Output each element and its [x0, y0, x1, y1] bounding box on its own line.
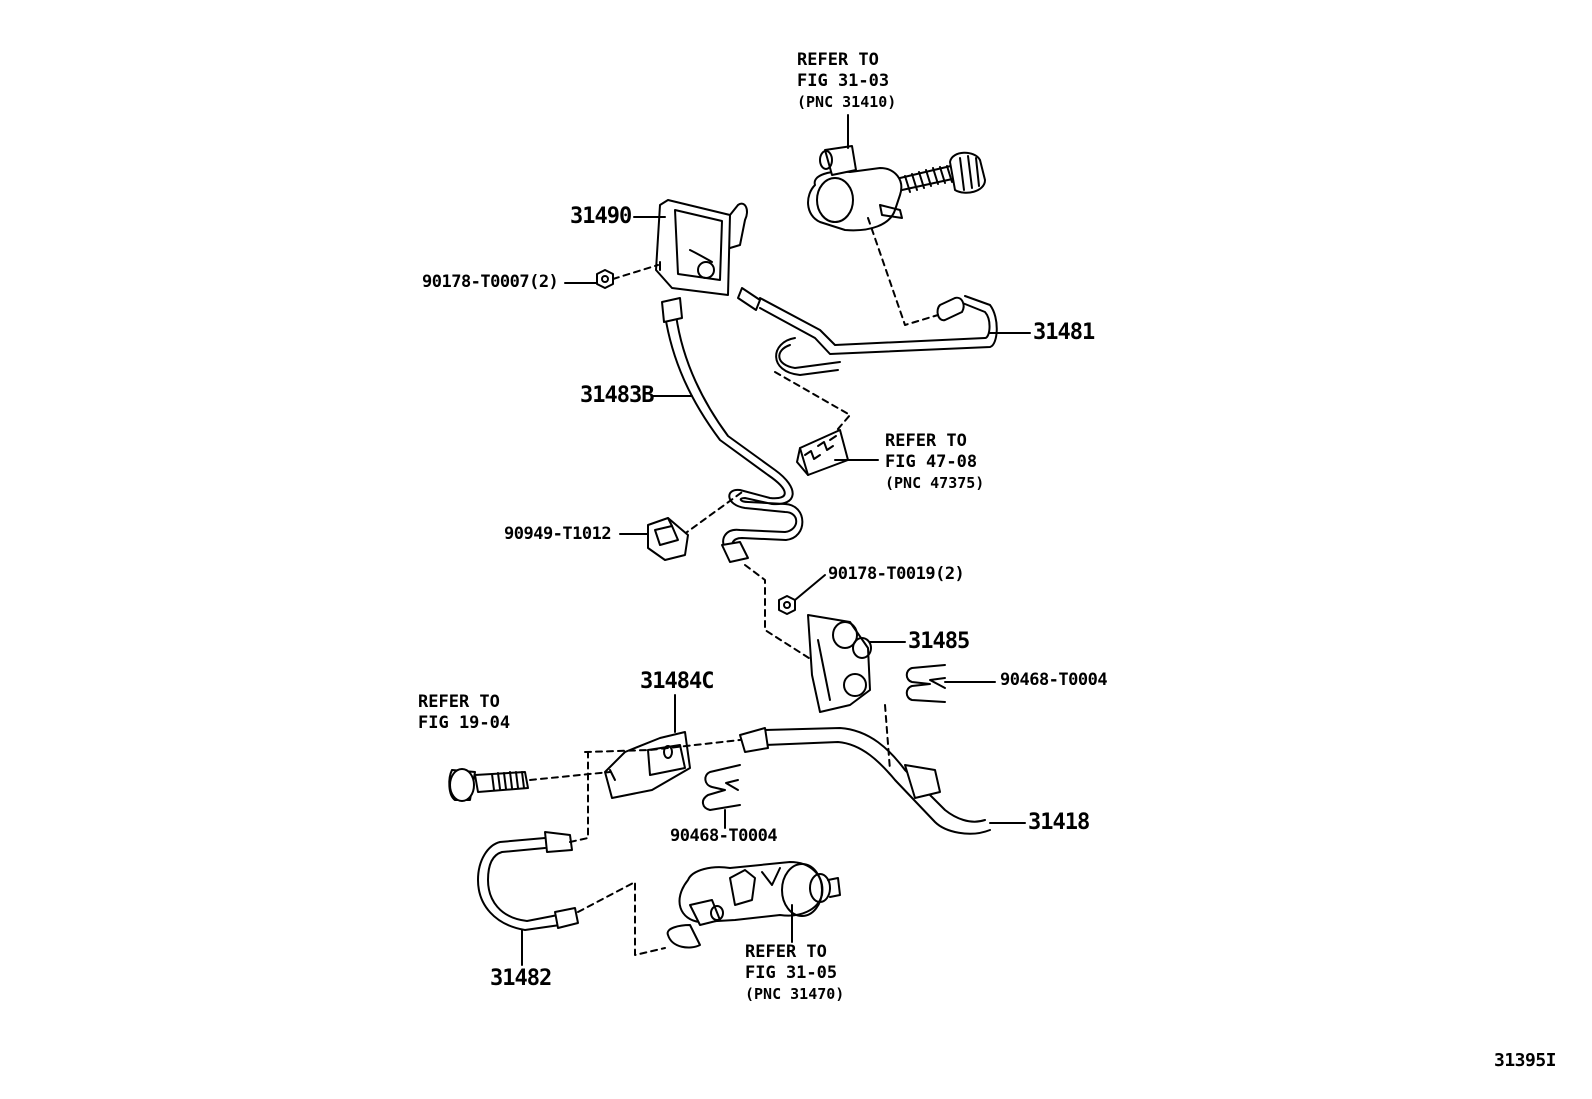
ref-line: FIG 47-08 — [885, 452, 978, 472]
clip-90468-t0004-lower[interactable] — [703, 765, 740, 810]
clamp-47375[interactable] — [797, 430, 848, 475]
label-31484c[interactable]: 31484C — [640, 669, 714, 694]
ref-fig-31-05[interactable]: REFER TO FIG 31-05 (PNC 31470) — [745, 942, 844, 1005]
label-90468-t0004-lower[interactable]: 90468-T0004 — [670, 826, 778, 846]
dash-31481-clamp — [775, 372, 850, 450]
label-90178-t0007[interactable]: 90178-T0007(2) — [422, 272, 559, 292]
dash-bolt — [530, 772, 610, 780]
dash-31485-hose — [885, 705, 890, 770]
ref-pnc: (PNC 47375) — [885, 474, 985, 492]
dash-31482-bottom — [578, 882, 665, 955]
label-31490[interactable]: 31490 — [570, 204, 632, 229]
nut-90178-t0007[interactable] — [597, 270, 613, 288]
figure-id: 31395I — [1494, 1050, 1557, 1071]
master-cylinder[interactable] — [808, 115, 985, 230]
dash-31481-master — [868, 218, 938, 325]
clip-90468-t0004-upper[interactable] — [907, 665, 945, 702]
ref-line: FIG 19-04 — [418, 713, 511, 733]
label-31482[interactable]: 31482 — [490, 966, 552, 991]
leader-lines — [522, 217, 1030, 965]
ref-line: REFER TO — [885, 431, 967, 451]
label-90468-t0004-upper[interactable]: 90468-T0004 — [1000, 670, 1108, 690]
ref-line: FIG 31-05 — [745, 963, 838, 983]
dash-31482-top — [570, 752, 588, 842]
hose-31418[interactable] — [740, 728, 990, 834]
bolt-19-04[interactable] — [449, 769, 528, 801]
ref-line: REFER TO — [797, 50, 879, 70]
dash-31483b-bracket — [745, 565, 812, 660]
dash-31484c — [585, 740, 740, 752]
label-31485[interactable]: 31485 — [908, 629, 970, 654]
bracket-31485[interactable] — [808, 615, 871, 712]
ref-pnc: (PNC 31410) — [797, 93, 897, 111]
clip-90949-t1012[interactable] — [648, 518, 688, 560]
label-31481[interactable]: 31481 — [1033, 320, 1095, 345]
ref-fig-31-03[interactable]: REFER TO FIG 31-03 (PNC 31410) — [797, 50, 896, 113]
ref-line: FIG 31-03 — [797, 71, 890, 91]
ref-fig-19-04[interactable]: REFER TO FIG 19-04 — [418, 692, 510, 734]
tube-31482[interactable] — [478, 832, 578, 930]
dash-90178-t0007 — [613, 265, 658, 279]
nut-90178-t0019[interactable] — [779, 596, 795, 614]
label-31418[interactable]: 31418 — [1028, 810, 1090, 835]
dash-31483b-clip — [683, 490, 745, 535]
ref-line: REFER TO — [418, 692, 500, 712]
ref-line: REFER TO — [745, 942, 827, 962]
label-90178-t0019[interactable]: 90178-T0019(2) — [828, 564, 965, 584]
label-31483b[interactable]: 31483B — [580, 383, 654, 408]
tube-31483b[interactable] — [662, 298, 802, 562]
bracket-31490[interactable] — [656, 200, 747, 295]
tube-31481[interactable] — [738, 288, 997, 375]
bracket-31484c[interactable] — [605, 732, 690, 798]
ref-fig-47-08[interactable]: REFER TO FIG 47-08 (PNC 47375) — [885, 431, 984, 494]
release-cylinder[interactable] — [668, 862, 840, 948]
ref-pnc: (PNC 31470) — [745, 985, 845, 1003]
label-90949-t1012[interactable]: 90949-T1012 — [504, 524, 612, 544]
